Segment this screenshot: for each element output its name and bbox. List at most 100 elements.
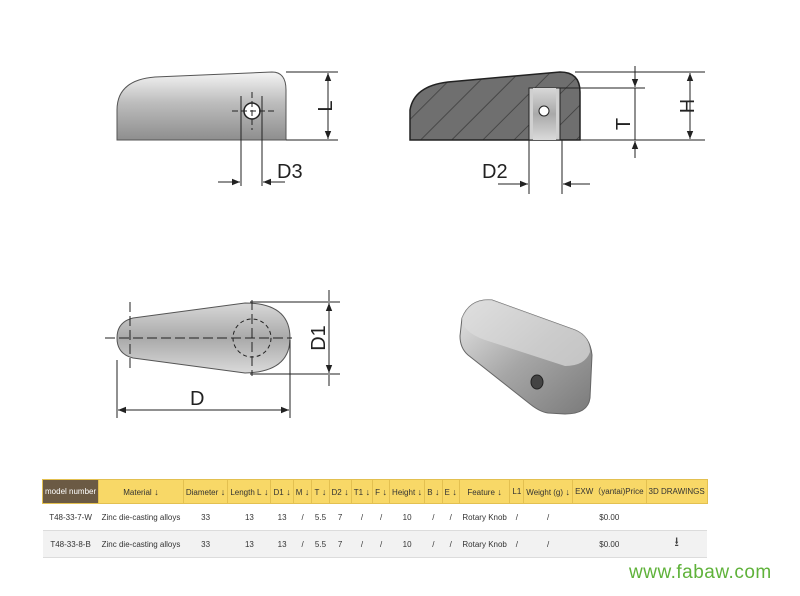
side-view: L D3 bbox=[116, 71, 338, 186]
table-cell: 5.5 bbox=[311, 503, 330, 531]
column-header-label: 3D DRAWINGS bbox=[648, 487, 705, 496]
column-header-length-l[interactable]: Length L ↓ bbox=[227, 479, 272, 504]
table-cell: 5.5 bbox=[311, 530, 330, 558]
column-header-label: D2 bbox=[331, 487, 342, 497]
table-cell: 10 bbox=[389, 530, 425, 558]
dim-label-d1: D1 bbox=[308, 325, 330, 351]
sort-arrow-icon[interactable]: ↓ bbox=[341, 486, 349, 497]
column-header-label: L1 bbox=[512, 487, 522, 496]
dim-label-l: L bbox=[315, 100, 337, 111]
table-cell: / bbox=[509, 503, 524, 531]
top-view: D1 D bbox=[105, 290, 340, 418]
table-cell: / bbox=[523, 503, 573, 531]
table-cell: 13 bbox=[227, 530, 271, 558]
column-header-d2[interactable]: D2 ↓ bbox=[328, 479, 352, 504]
column-header-m[interactable]: M ↓ bbox=[292, 479, 313, 504]
table-cell: $0.00 bbox=[572, 503, 647, 531]
column-header-label: Feature bbox=[467, 487, 495, 497]
column-header-l1: L1 bbox=[509, 479, 525, 504]
sort-arrow-icon[interactable]: ↓ bbox=[380, 486, 388, 497]
table-cell: / bbox=[523, 530, 573, 558]
sort-arrow-icon[interactable]: ↓ bbox=[432, 486, 440, 497]
table-cell: / bbox=[509, 530, 524, 558]
table-cell: Rotary Knob bbox=[459, 530, 510, 558]
table-cell: / bbox=[442, 503, 460, 531]
column-header-t1[interactable]: T1 ↓ bbox=[350, 479, 374, 504]
table-cell: / bbox=[372, 530, 390, 558]
column-header-label: EXW（yantai)Price bbox=[575, 487, 644, 496]
column-header-b[interactable]: B ↓ bbox=[424, 479, 443, 504]
column-header-weight-g[interactable]: Weight (g) ↓ bbox=[523, 479, 574, 504]
download-icon[interactable]: ⭳ bbox=[674, 534, 679, 549]
table-cell: / bbox=[293, 503, 312, 531]
column-header-label: M bbox=[295, 487, 303, 497]
table-cell: $0.00 bbox=[572, 530, 647, 558]
column-header-label: D1 bbox=[273, 487, 284, 497]
table-cell: / bbox=[372, 503, 390, 531]
column-header-label: Diameter bbox=[185, 487, 219, 497]
column-header-label: model number bbox=[45, 487, 97, 496]
column-header-label: T1 bbox=[353, 487, 364, 497]
sort-arrow-icon[interactable]: ↓ bbox=[494, 486, 502, 497]
table-cell: 7 bbox=[329, 530, 352, 558]
column-header-label: Length L bbox=[230, 487, 262, 497]
table-cell: Zinc die-casting alloys bbox=[98, 503, 184, 531]
column-header-e[interactable]: E ↓ bbox=[441, 479, 460, 504]
column-header-t[interactable]: T ↓ bbox=[311, 479, 330, 504]
column-header-label: E bbox=[444, 487, 450, 497]
column-header-f[interactable]: F ↓ bbox=[372, 479, 391, 504]
column-header-label: F bbox=[375, 487, 381, 497]
table-cell bbox=[646, 503, 708, 531]
sort-arrow-icon[interactable]: ↓ bbox=[151, 486, 159, 497]
table-cell: / bbox=[351, 530, 373, 558]
table-cell: 33 bbox=[183, 530, 228, 558]
table-cell: / bbox=[351, 503, 373, 531]
sort-arrow-icon[interactable]: ↓ bbox=[302, 486, 310, 497]
column-header-label: Height bbox=[392, 487, 416, 497]
table-cell: Zinc die-casting alloys bbox=[98, 530, 184, 558]
table-cell: 7 bbox=[329, 503, 352, 531]
section-view: T H D2 bbox=[409, 66, 705, 194]
table-cell: 13 bbox=[270, 530, 294, 558]
table-cell[interactable]: ⭳ bbox=[646, 530, 708, 558]
column-header-diameter[interactable]: Diameter ↓ bbox=[182, 479, 229, 504]
column-header-label: B bbox=[427, 487, 433, 497]
dim-label-t: T bbox=[613, 118, 635, 130]
dim-label-h: H bbox=[677, 99, 699, 113]
table-cell: T48-33-7-W bbox=[42, 503, 99, 531]
sort-arrow-icon[interactable]: ↓ bbox=[563, 486, 571, 497]
table-cell: 13 bbox=[227, 503, 271, 531]
column-header-exw-yantai-price: EXW（yantai)Price bbox=[572, 479, 647, 504]
table-cell: Rotary Knob bbox=[459, 503, 510, 531]
sort-arrow-icon[interactable]: ↓ bbox=[449, 486, 457, 497]
table-cell: / bbox=[424, 503, 443, 531]
column-header-3d-drawings: 3D DRAWINGS bbox=[645, 479, 708, 504]
column-header-label: T bbox=[314, 487, 320, 497]
table-cell: 33 bbox=[183, 503, 228, 531]
table-cell: / bbox=[442, 530, 460, 558]
sort-arrow-icon[interactable]: ↓ bbox=[283, 486, 291, 497]
dim-label-d2: D2 bbox=[482, 161, 508, 183]
column-header-feature[interactable]: Feature ↓ bbox=[458, 479, 511, 504]
sort-arrow-icon[interactable]: ↓ bbox=[363, 486, 371, 497]
dim-label-d: D bbox=[190, 388, 204, 410]
sort-arrow-icon[interactable]: ↓ bbox=[218, 486, 226, 497]
column-header-material[interactable]: Material ↓ bbox=[98, 479, 184, 504]
sort-arrow-icon[interactable]: ↓ bbox=[319, 486, 327, 497]
table-cell: 10 bbox=[389, 503, 425, 531]
column-header-label: Material bbox=[123, 487, 152, 497]
isometric-view bbox=[459, 299, 593, 415]
column-header-d1[interactable]: D1 ↓ bbox=[270, 479, 294, 504]
table-cell: / bbox=[293, 530, 312, 558]
table-cell: 13 bbox=[270, 503, 294, 531]
column-header-model-number: model number bbox=[41, 479, 100, 504]
sort-arrow-icon[interactable]: ↓ bbox=[261, 486, 269, 497]
sort-arrow-icon[interactable]: ↓ bbox=[415, 486, 423, 497]
website-watermark: www.fabaw.com bbox=[629, 562, 772, 583]
column-header-label: Weight (g) bbox=[526, 487, 564, 497]
column-header-height[interactable]: Height ↓ bbox=[389, 479, 426, 504]
